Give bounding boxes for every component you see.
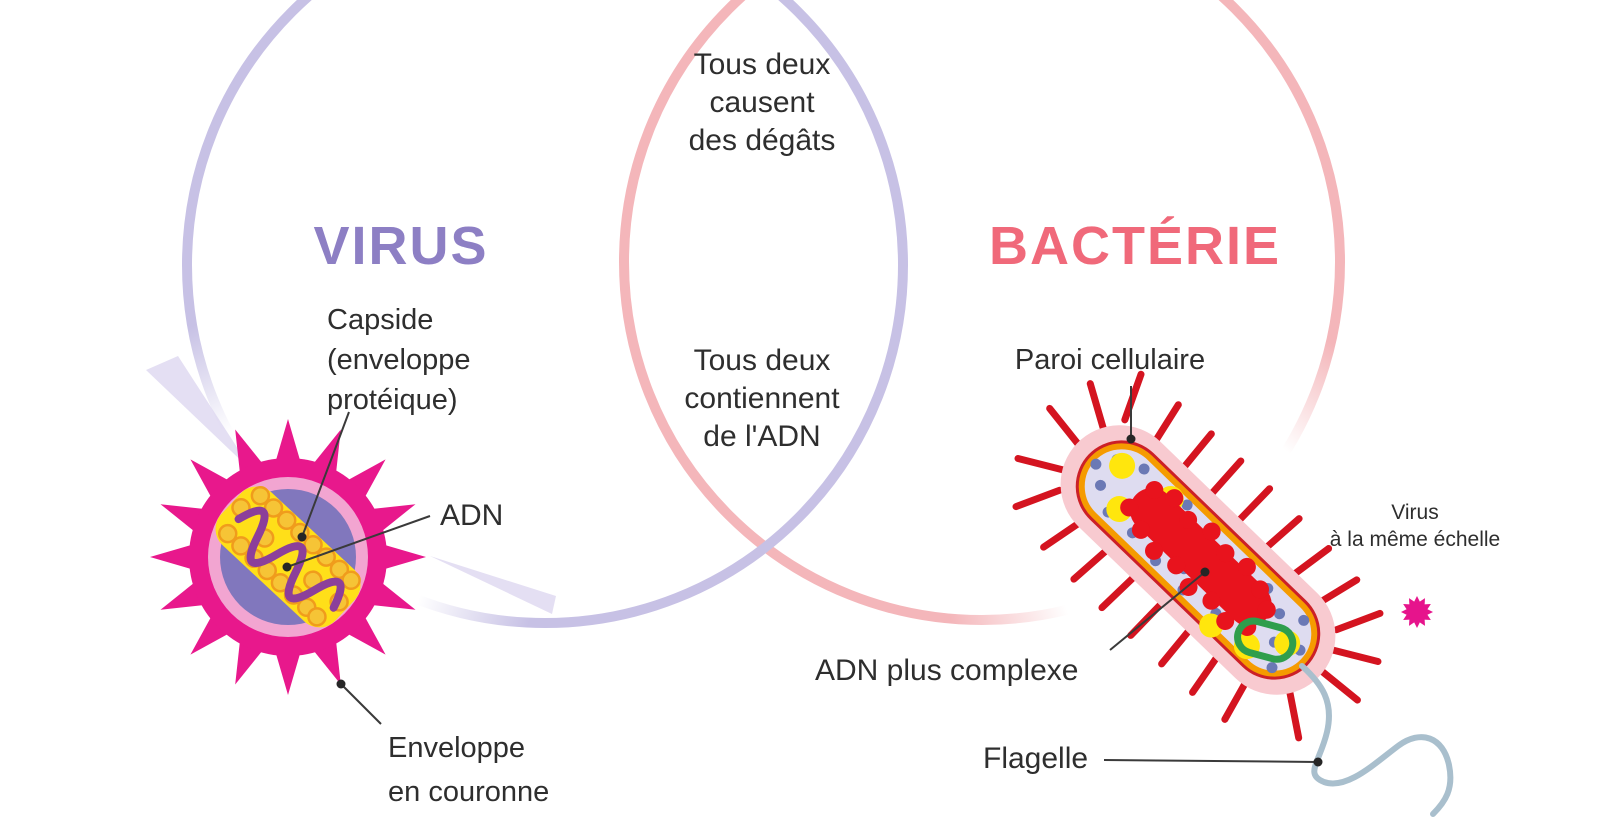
capside-leader-line [301, 411, 350, 538]
adn-label: ADN [440, 499, 504, 532]
bacteria-plasmid-icon [1234, 617, 1297, 663]
bacteria-illustration [1012, 370, 1384, 742]
leader-dots [282, 434, 1323, 767]
adn-leader-line [286, 515, 431, 568]
enveloppe-couronne-label: Enveloppe en couronne [388, 732, 550, 808]
bacteria-dna-icon [1120, 481, 1276, 637]
venn-circle-virus [182, 0, 908, 628]
flagelle-leader-dot [1313, 757, 1323, 767]
capside-leader-dot [297, 532, 307, 542]
paroi-cellulaire-label: Paroi cellulaire [1014, 344, 1206, 376]
bacteria-cell-wall-outer [1075, 440, 1321, 680]
capside-label: Capside (enveloppe protéique) [327, 304, 471, 416]
bacteria-flagellum-icon [1299, 663, 1454, 817]
enveloppe-leader-line [340, 683, 382, 725]
enveloppe-leader-dot [336, 679, 346, 689]
virus-title: VIRUS [313, 216, 489, 276]
flagelle-label: Flagelle [983, 742, 1089, 775]
adn-complexe-label: ADN plus complexe [815, 654, 1079, 687]
flagelle-leader-line [1103, 759, 1319, 763]
bacteria-title: BACTÉRIE [988, 216, 1282, 276]
adn-complexe-leader-line [1109, 571, 1206, 651]
adn-leader-dot [282, 562, 292, 572]
virus-illustration [150, 419, 426, 695]
virus-rays [146, 356, 556, 614]
virus-scale-label: Virus à la même échelle [1329, 501, 1501, 551]
intersection-text-top: Tous deux causent des dégâts [688, 48, 836, 157]
paroi-leader-dot [1126, 434, 1136, 444]
scale-virus-icon [1401, 596, 1433, 628]
intersection-text-bottom: Tous deux contiennent de l'ADN [684, 344, 840, 453]
leader-lines [286, 386, 1319, 763]
virus-dna-wave-icon [234, 506, 345, 612]
virus-capsid-band [215, 485, 361, 628]
adn-complexe-leader-dot [1200, 567, 1210, 577]
